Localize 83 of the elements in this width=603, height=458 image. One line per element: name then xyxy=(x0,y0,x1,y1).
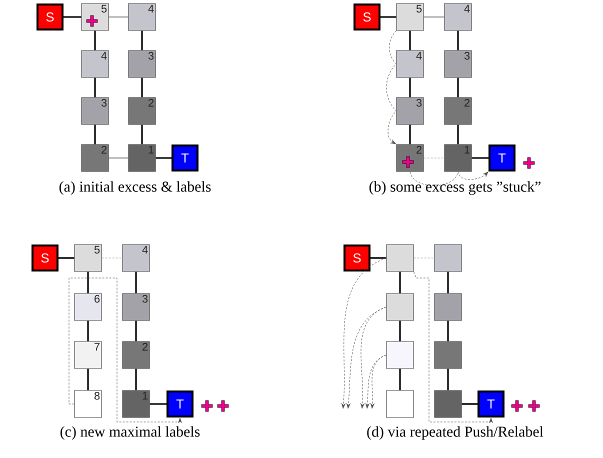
caption: (d) via repeated Push/Relabel xyxy=(367,426,544,440)
source-box: S xyxy=(32,244,58,272)
caption: (a) initial excess & labels xyxy=(59,181,211,195)
vertex-box: 2 xyxy=(122,341,150,369)
edge-line xyxy=(447,320,449,342)
edge-line xyxy=(58,257,74,259)
edge-line xyxy=(135,320,137,342)
vertex-box: 4 xyxy=(444,3,472,31)
edge-line xyxy=(399,272,401,294)
edge-line xyxy=(94,30,96,50)
source-box: S xyxy=(344,244,370,272)
vertex-box xyxy=(434,390,462,418)
edge-line xyxy=(94,78,96,98)
vertex-box: 4 xyxy=(396,50,424,78)
vertex-box xyxy=(386,341,414,369)
edge-line xyxy=(135,368,137,390)
vertex-box xyxy=(386,293,414,321)
edge-line xyxy=(87,272,89,294)
vertex-box: 1 xyxy=(122,390,150,418)
vertex-box xyxy=(434,293,462,321)
vertex-box: 6 xyxy=(74,293,102,321)
edge-line xyxy=(141,78,143,98)
vertex-box: 3 xyxy=(396,97,424,125)
edge-line xyxy=(64,16,82,18)
caption: (b) some excess gets ”stuck” xyxy=(369,181,541,195)
vertex-box: 8 xyxy=(74,390,102,418)
sink-box: T xyxy=(166,390,194,418)
source-box: S xyxy=(354,4,380,30)
flow-arrow xyxy=(68,278,182,423)
edge-line xyxy=(447,272,449,294)
flow-arrow xyxy=(414,272,493,423)
vertex-box xyxy=(434,341,462,369)
edge-line xyxy=(135,272,137,294)
edge-line xyxy=(462,403,478,405)
vertex-box: 3 xyxy=(444,50,472,78)
vertex-box: 4 xyxy=(81,50,109,78)
edge-line xyxy=(409,124,411,144)
vertex-box: 5 xyxy=(396,3,424,31)
edge-line xyxy=(87,320,89,342)
edge-line xyxy=(457,124,459,144)
edge-line xyxy=(141,30,143,50)
source-box: S xyxy=(36,4,64,30)
flow-arrow xyxy=(360,306,386,409)
sink-box: T xyxy=(488,144,516,172)
vertex-box xyxy=(386,244,414,272)
edge-line xyxy=(399,368,401,390)
edge-line xyxy=(370,257,386,259)
vertex-box xyxy=(434,244,462,272)
vertex-box: 3 xyxy=(128,50,156,78)
edge-line xyxy=(409,78,411,98)
sink-box: T xyxy=(478,390,504,418)
edge-line xyxy=(457,30,459,50)
vertex-box: 5 xyxy=(74,244,102,272)
flow-arrow xyxy=(370,354,386,409)
sink-box: T xyxy=(172,144,198,172)
vertex-box: 3 xyxy=(81,97,109,125)
vertex-box: 4 xyxy=(122,244,150,272)
edge-line xyxy=(457,78,459,98)
flow-arrow xyxy=(386,30,396,144)
edge-line xyxy=(94,124,96,144)
edge-line xyxy=(409,30,411,50)
edge-line xyxy=(447,368,449,390)
edge-line xyxy=(424,16,444,18)
edge-line xyxy=(380,16,396,18)
edge-line xyxy=(156,157,172,159)
vertex-box: 3 xyxy=(122,293,150,321)
vertex-box: 1 xyxy=(444,144,472,172)
edge-line xyxy=(87,368,89,390)
flow-arrow xyxy=(342,258,386,409)
vertex-box: 2 xyxy=(128,97,156,125)
vertex-box: 4 xyxy=(128,3,156,31)
edge-line xyxy=(472,157,488,159)
vertex-box: 7 xyxy=(74,341,102,369)
vertex-box xyxy=(386,390,414,418)
edge-line xyxy=(141,124,143,144)
edge-line xyxy=(399,320,401,342)
vertex-box: 1 xyxy=(128,144,156,172)
edge-line xyxy=(150,403,166,405)
vertex-box: 2 xyxy=(81,144,109,172)
vertex-box: 2 xyxy=(444,97,472,125)
flow-arrow xyxy=(410,172,488,186)
edge-line xyxy=(108,16,128,18)
caption: (c) new maximal labels xyxy=(60,426,200,440)
